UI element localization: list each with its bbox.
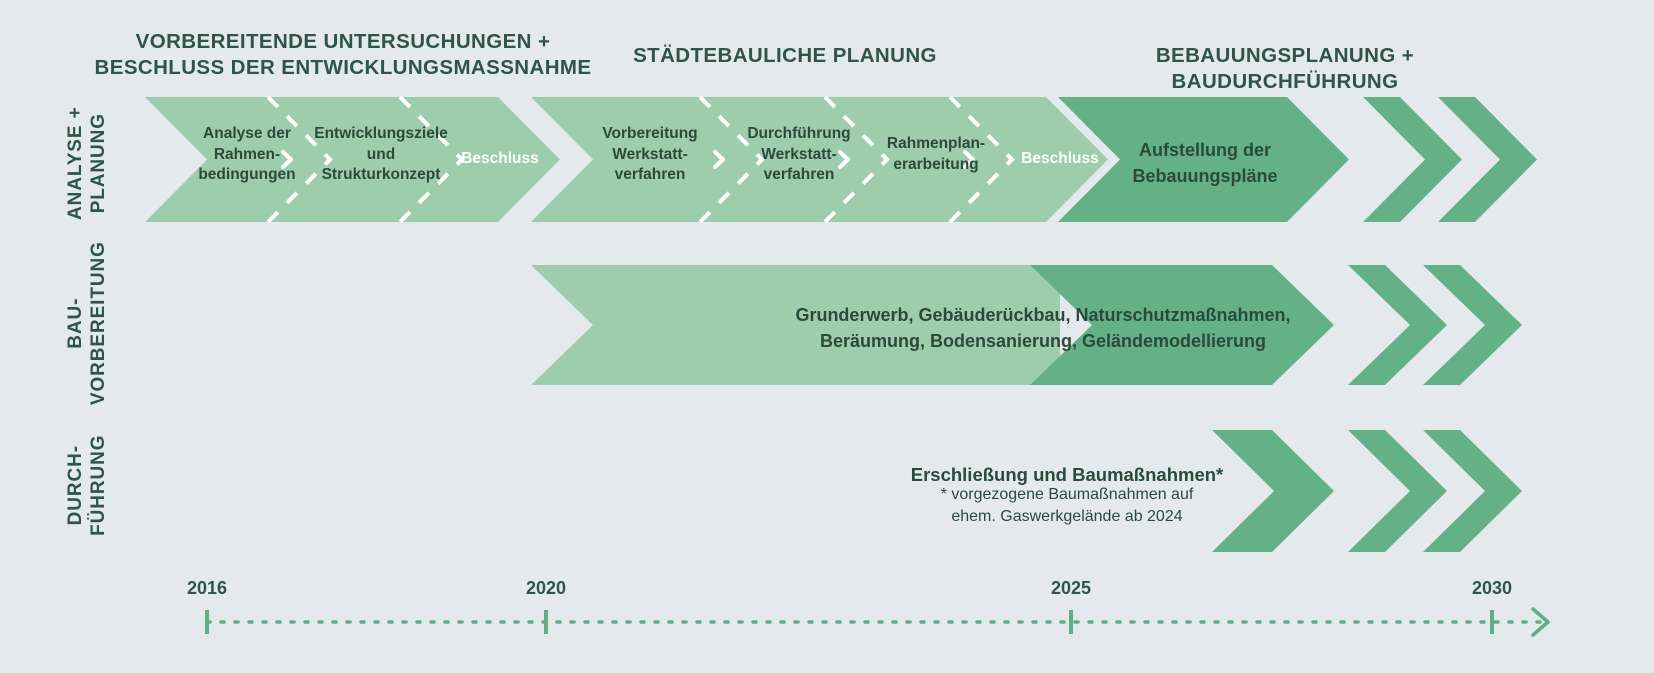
- row1-step-rahmenplanerarbeitung: Rahmenplan-erarbeitung: [886, 135, 986, 173]
- row-label-durchfuehrung: DURCH-FÜHRUNG: [64, 434, 109, 536]
- row1-step-beschluss-2: Beschluss: [1021, 150, 1099, 167]
- row1-trailing-chevron-2: [1438, 97, 1537, 222]
- phase-heading-1: VORBEREITENDE UNTERSUCHUNGEN +BESCHLUSS …: [94, 30, 592, 80]
- phase-heading-2: STÄDTEBAULICHE PLANUNG: [633, 44, 937, 67]
- row1-step-beschluss-1: Beschluss: [461, 150, 539, 167]
- year-label-2020: 2020: [525, 578, 567, 598]
- row2-bar-label: Grunderwerb, Gebäuderückbau, Naturschutz…: [795, 305, 1291, 351]
- timeline-arrow-icon: [1531, 607, 1550, 637]
- phase-heading-3: BEBAUUNGSPLANUNG + BAUDURCHFÜHRUNG: [1155, 44, 1415, 94]
- row3-trailing-chevron-2: [1423, 430, 1522, 552]
- row1-trailing-chevron-1: [1363, 97, 1462, 222]
- row2-trailing-chevron-2: [1423, 265, 1522, 385]
- row3-trailing-chevron-1: [1348, 430, 1447, 552]
- timeline-axis: [205, 607, 1550, 637]
- row1-step-arrow-b1: [713, 150, 725, 169]
- year-label-2030: 2030: [1471, 578, 1513, 598]
- row2-trailing-chevron-1: [1348, 265, 1447, 385]
- year-label-2025: 2025: [1050, 578, 1092, 598]
- year-label-2016: 2016: [186, 578, 228, 598]
- row3-bar-label: Erschließung und Baumaßnahmen*: [910, 464, 1224, 485]
